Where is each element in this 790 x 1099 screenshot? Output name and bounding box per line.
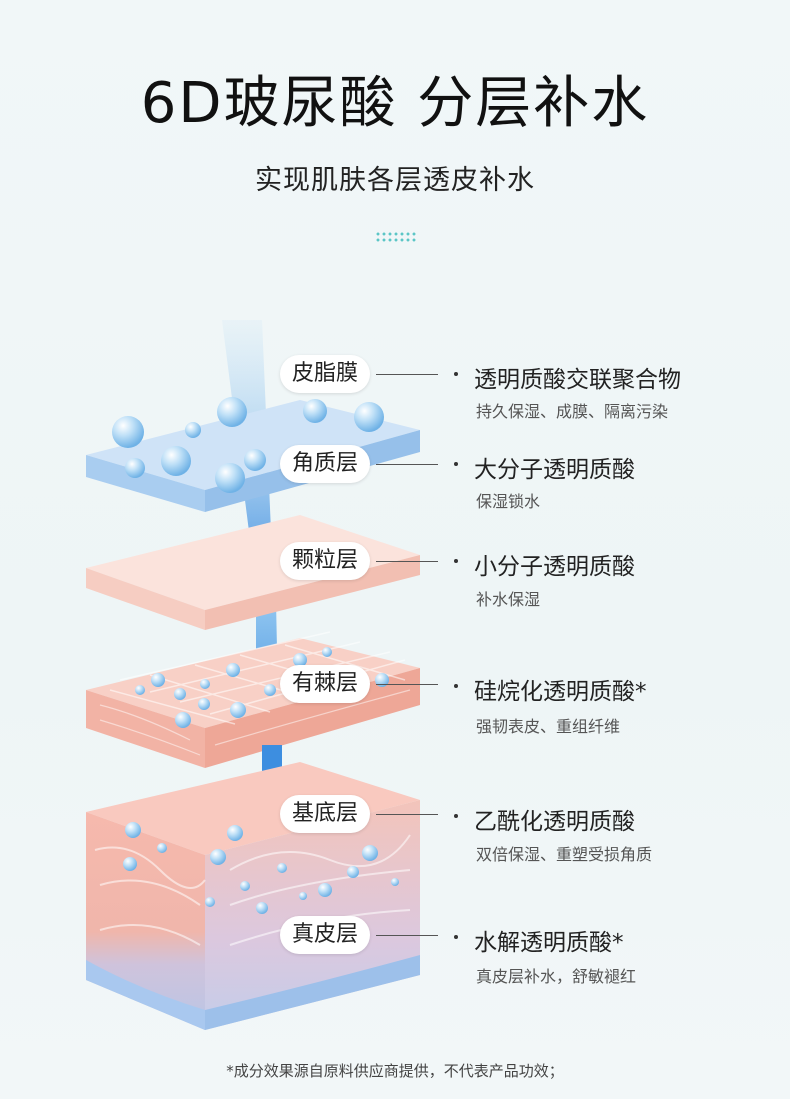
water-droplet-icon [125,458,145,478]
bullet [454,462,458,466]
water-droplet-icon [347,866,359,878]
ingredient-desc: 保湿锁水 [476,492,541,511]
water-droplet-icon [215,463,245,493]
ingredient-title: 硅烷化透明质酸* [474,679,647,705]
ingredient-desc: 补水保湿 [476,590,541,609]
layer-granular [86,515,420,630]
layer-label-sebum-film: 皮脂膜 [280,355,371,393]
water-droplet-icon [151,673,165,687]
bullet [454,684,458,688]
water-droplet-icon [226,663,240,677]
water-droplet-icon [375,673,389,687]
ingredient-desc: 持久保湿、成膜、隔离污染 [476,402,669,421]
layer-label-spinous: 有棘层 [280,665,371,703]
bullet [454,559,458,563]
water-droplet-icon [277,863,287,873]
water-droplet-icon [200,679,210,689]
water-droplet-icon [135,685,145,695]
water-droplet-icon [227,825,243,841]
leader-line [376,374,438,375]
bullet [454,814,458,818]
ingredient-title: 大分子透明质酸 [474,457,635,483]
ingredient-desc: 双倍保湿、重塑受损角质 [476,845,653,864]
leader-line [376,464,438,465]
leader-line [376,814,438,815]
layer-spinous [86,631,420,768]
ingredient-desc: 真皮层补水，舒敏褪红 [476,967,637,986]
water-droplet-icon [205,897,215,907]
water-droplet-icon [125,822,141,838]
ingredient-desc: 强韧表皮、重组纤维 [476,717,621,736]
water-droplet-icon [322,647,332,657]
layer-label-stratum-corneum: 角质层 [280,445,371,483]
ingredient-title: 水解透明质酸* [474,930,624,956]
footnote: *成分效果源自原料供应商提供，不代表产品功效； [226,1062,564,1080]
layer-label-basal: 基底层 [280,795,371,833]
layer-label-dermis: 真皮层 [280,916,371,954]
water-droplet-icon [112,416,144,448]
water-droplet-icon [198,698,210,710]
water-droplet-icon [293,653,307,667]
water-droplet-icon [318,883,332,897]
page-title: 6D玻尿酸 分层补水 [140,71,650,136]
leader-line [376,561,438,562]
water-droplet-icon [123,857,137,871]
ingredient-title: 小分子透明质酸 [474,554,635,580]
water-droplet-icon [264,684,276,696]
water-droplet-icon [157,843,167,853]
layer-basal-dermis [86,762,420,1030]
water-droplet-icon [230,702,246,718]
page-subtitle: 实现肌肤各层透皮补水 [255,165,535,196]
water-droplet-icon [362,845,378,861]
water-droplet-icon [240,881,250,891]
water-droplet-icon [303,399,327,423]
water-droplet-icon [244,449,266,471]
water-droplet-icon [256,902,268,914]
bullet [454,935,458,939]
water-droplet-icon [391,878,399,886]
water-droplet-icon [354,402,384,432]
water-droplet-icon [161,446,191,476]
water-droplet-icon [175,712,191,728]
layer-label-granular: 颗粒层 [280,542,371,580]
ingredient-title: 乙酰化透明质酸 [474,809,635,835]
water-droplet-icon [217,397,247,427]
ingredient-title: 透明质酸交联聚合物 [474,367,681,393]
water-droplet-icon [299,892,307,900]
water-droplet-icon [174,688,186,700]
leader-line [376,684,438,685]
water-droplet-icon [185,422,201,438]
water-droplet-icon [210,849,226,865]
decorative-dots [375,231,417,243]
leader-line [376,935,438,936]
bullet [454,372,458,376]
